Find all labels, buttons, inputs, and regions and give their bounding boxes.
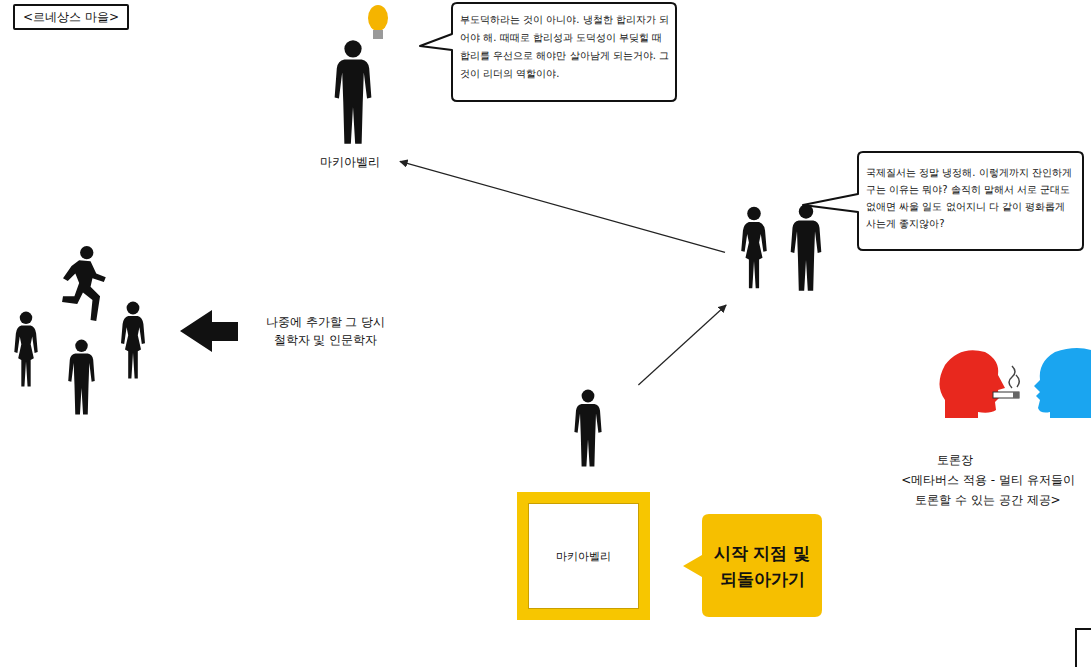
philosopher-figure [68,340,95,415]
room-description: <메타버스 적용 - 멀티 유저들이 토론할 수 있는 공간 제공> [890,470,1086,510]
node-text: 국제질서는 정말 냉정해. 이렇게까지 잔인하게 구는 이유는 뭐야? 솔직히 … [866,164,1077,232]
node-text: 시작 지점 및 되돌아가기 [702,514,822,617]
bubble-shape [420,3,676,101]
flow-arrow [638,305,726,385]
cigarette-tip [1013,392,1019,398]
speech-bubble: 부도덕하라는 것이 아니야. 냉철한 합리자가 되어야 해. 때때로 합리성과 … [418,2,678,103]
lightbulb-base [373,30,383,39]
philosopher-figure [14,312,37,387]
node-text: 마키아벨리 [300,153,400,171]
cut-off-box [1076,629,1091,667]
room-title: 토론장 [905,450,1005,470]
figure-node: 마키아벨리 [300,35,400,180]
smoke [1009,366,1019,388]
philosopher-figure [121,302,145,379]
bubble-shape [803,152,1083,250]
debater-head [940,350,1006,418]
callout-box: 시작 지점 및 되돌아가기 [683,513,823,618]
speaker-figure [791,204,822,290]
block-arrow [180,310,238,352]
debater-head [1034,348,1091,418]
speaker-figure [741,207,767,289]
lightbulb [368,5,388,31]
machiavelli-figure [335,40,372,144]
node-text: 부도덕하라는 것이 아니야. 냉철한 합리자가 되어야 해. 때때로 합리성과 … [460,11,670,83]
bubble-shape [683,514,822,617]
note-text: 나중에 추가할 그 당시 철학자 및 인문학자 [238,313,413,349]
node-text: 마키아벨리 [517,492,650,620]
map-title: <르네상스 마을> [13,4,129,30]
speaker-group: 국제질서는 정말 냉정해. 이렇게까지 잔인하게 구는 이유는 뭐야? 솔직히 … [725,150,1085,305]
flow-arrow [400,161,725,252]
start-frame: 마키아벨리 [517,385,650,620]
player-figure [574,390,601,467]
philosopher-figure [62,246,106,321]
cigarette [993,392,1019,398]
node-outline [683,513,823,618]
